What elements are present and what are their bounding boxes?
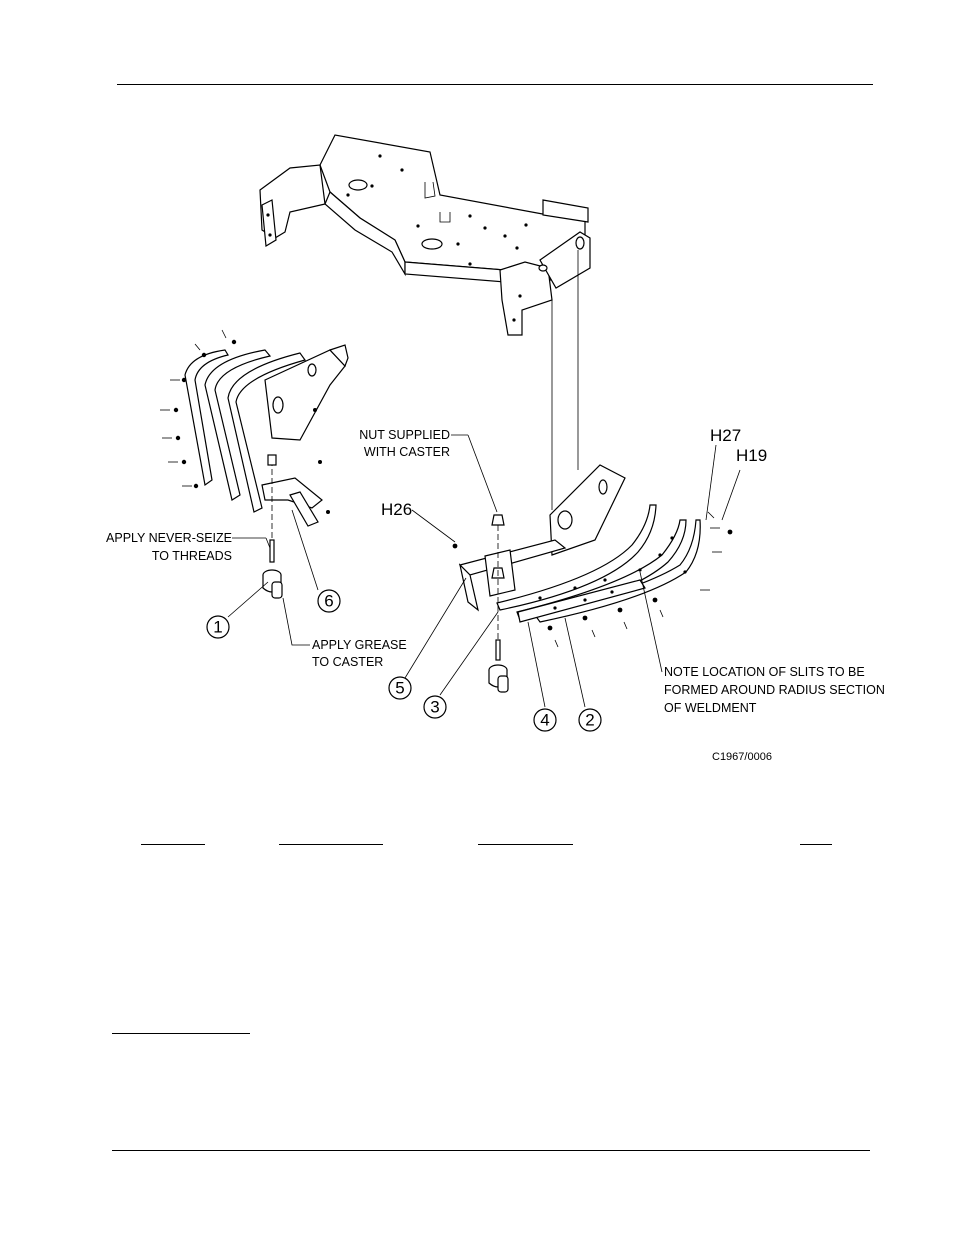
hardware-label-h19: H19	[736, 446, 767, 465]
footer-rule	[112, 1150, 870, 1151]
column-header-underline-2	[279, 844, 383, 845]
svg-text:4: 4	[540, 711, 549, 730]
header-rule	[117, 84, 873, 85]
callout-4: 4	[533, 708, 557, 732]
never-seize-note-line1: APPLY NEVER-SEIZE	[106, 531, 232, 545]
svg-text:3: 3	[430, 698, 439, 717]
callout-6: 6	[317, 589, 341, 613]
svg-text:6: 6	[324, 592, 333, 611]
caster-assembly-diagram: 1 6 5 3 4 2 APPLY NEVER-SEIZE TO THREADS…	[106, 134, 885, 763]
callout-3: 3	[423, 695, 447, 719]
hardware-label-h26: H26	[381, 500, 412, 519]
grease-note-line2: TO CASTER	[312, 655, 383, 669]
callout-2: 2	[578, 708, 602, 732]
right-bumper-group	[452, 464, 733, 693]
slits-note-line1: NOTE LOCATION OF SLITS TO BE	[664, 665, 865, 679]
nut-note-line1: NUT SUPPLIED	[359, 428, 450, 442]
hardware-label-h27: H27	[710, 426, 741, 445]
nut-note-line2: WITH CASTER	[364, 445, 450, 459]
callout-5: 5	[388, 676, 412, 700]
column-header-underline-3	[478, 844, 573, 845]
slits-note-line2: FORMED AROUND RADIUS SECTION	[664, 683, 885, 697]
leader-lines	[227, 434, 741, 708]
callout-1: 1	[206, 615, 230, 639]
grease-note-line1: APPLY GREASE	[312, 638, 407, 652]
svg-text:2: 2	[585, 711, 594, 730]
frame-weldment	[259, 134, 591, 336]
left-bumper-group	[160, 329, 349, 599]
column-header-underline-1	[141, 844, 205, 845]
drawing-code: C1967/0006	[712, 751, 772, 763]
column-header-underline-4	[800, 844, 832, 845]
section-underline	[112, 1033, 250, 1034]
never-seize-note-line2: TO THREADS	[152, 549, 232, 563]
svg-text:1: 1	[213, 618, 222, 637]
svg-text:5: 5	[395, 679, 404, 698]
slits-note-line3: OF WELDMENT	[664, 701, 757, 715]
